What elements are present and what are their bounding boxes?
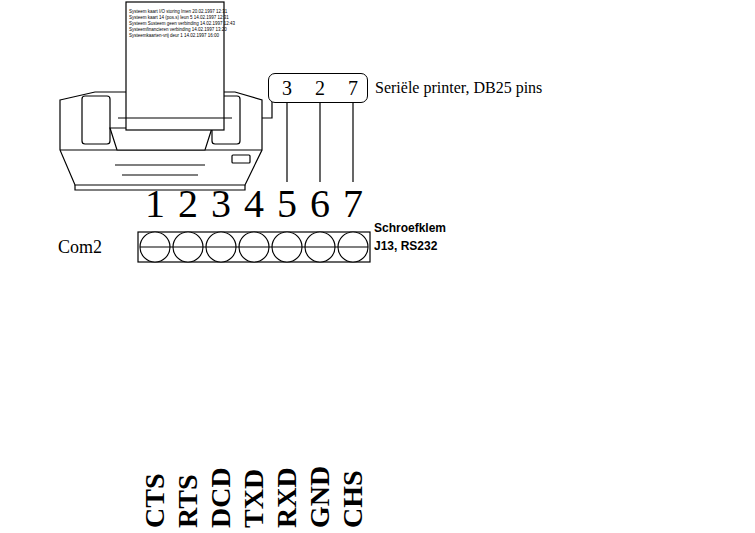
- signal-name: CHS: [339, 470, 367, 528]
- port-label: Com2: [58, 238, 102, 256]
- terminal-number: 5: [277, 184, 297, 224]
- terminal-block: [138, 232, 370, 262]
- signal-name: DCD: [207, 467, 235, 528]
- signal-name: CTS: [141, 474, 169, 528]
- printer-illustration: [60, 2, 262, 190]
- terminal-label: Schroefklem: [374, 222, 446, 234]
- printout-line: Systeem kaart 14 (pos.s) leun 5 14.02.19…: [129, 16, 229, 21]
- signal-name: RTS: [174, 475, 202, 528]
- signal-wires: [287, 103, 353, 182]
- signal-name: TXD: [240, 469, 268, 528]
- printout-line: Systeem Susteem geen verbinding 14.02.19…: [129, 22, 235, 27]
- printer-label: Seriële printer, DB25 pins: [375, 80, 542, 96]
- printout-line: Systeem kaart I/O storing Imen 20.02.199…: [129, 10, 227, 15]
- terminal-label: J13, RS232: [374, 240, 437, 252]
- printout-line: Systeemfinancieren verbinding 14.02.1997…: [129, 28, 227, 33]
- terminal-number: 7: [343, 184, 363, 224]
- printout-line: Systeemkaarten-vrij deur 1 14.02.1997 16…: [129, 34, 219, 39]
- pin-number: 3: [282, 78, 292, 98]
- pin-number: 2: [315, 78, 325, 98]
- terminal-number: 2: [178, 184, 198, 224]
- signal-name: RXD: [273, 467, 301, 528]
- terminal-number: 6: [310, 184, 330, 224]
- terminal-number: 4: [244, 184, 264, 224]
- signal-name: GND: [306, 466, 334, 528]
- terminal-number: 3: [211, 184, 231, 224]
- connector-box: 3 2 7: [268, 73, 368, 103]
- pin-number: 7: [348, 78, 358, 98]
- terminal-number: 1: [145, 184, 165, 224]
